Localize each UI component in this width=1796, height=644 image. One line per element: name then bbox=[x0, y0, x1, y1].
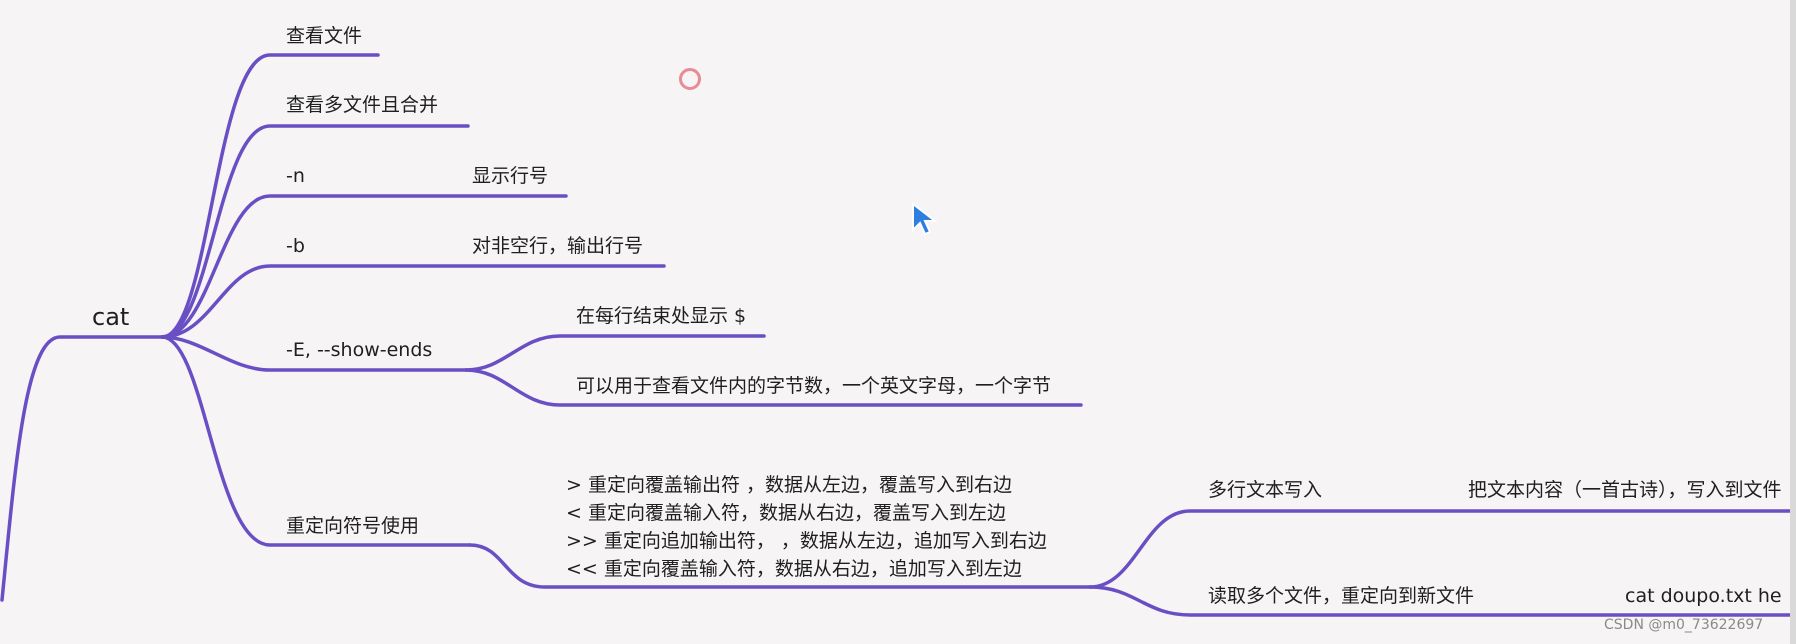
redirect-symbols-connector bbox=[468, 543, 1092, 589]
redirect-child-connector-1 bbox=[1088, 509, 1796, 589]
click-indicator-ring-icon bbox=[679, 68, 701, 90]
redirect-symbol-3: >> 重定向追加输出符， ，数据从左边，追加写入到右边 bbox=[566, 530, 1047, 552]
option-e-child-2[interactable]: 可以用于查看文件内的字节数，一个英文字母，一个字节 bbox=[576, 375, 1052, 397]
branch-connector-n bbox=[160, 194, 568, 339]
scrollbar-edge[interactable] bbox=[1790, 0, 1796, 644]
redirect-symbol-1: > 重定向覆盖输出符 ，数据从左边，覆盖写入到右边 bbox=[566, 474, 1013, 496]
e-child-connector-1 bbox=[464, 334, 766, 372]
redirect-symbol-4: << 重定向覆盖输入符，数据从右边，追加写入到左边 bbox=[566, 558, 1022, 580]
root-connector bbox=[0, 335, 164, 602]
redirect-child-multiline-desc: 把文本内容（一首古诗），写入到文件 bbox=[1468, 479, 1782, 501]
redirect-child-read-multiple-desc: cat doupo.txt he bbox=[1625, 585, 1782, 607]
watermark: CSDN @m0_73622697 bbox=[1604, 617, 1764, 633]
redirect-child-connector-2 bbox=[1088, 585, 1796, 617]
branch-option-b[interactable]: -b bbox=[286, 235, 305, 257]
redirect-child-read-multiple[interactable]: 读取多个文件，重定向到新文件 bbox=[1208, 585, 1475, 607]
branch-connector-view-file bbox=[160, 53, 380, 339]
branch-view-file[interactable]: 查看文件 bbox=[286, 25, 363, 47]
branch-option-n-desc: 显示行号 bbox=[472, 165, 549, 187]
option-e-child-1[interactable]: 在每行结束处显示 $ bbox=[576, 305, 747, 327]
branch-connector-redirect bbox=[160, 335, 472, 547]
redirect-child-multiline[interactable]: 多行文本写入 bbox=[1208, 479, 1323, 501]
branch-option-e[interactable]: -E, --show-ends bbox=[286, 339, 433, 361]
branch-connector-b bbox=[160, 264, 666, 339]
mouse-cursor-icon bbox=[912, 202, 937, 236]
branch-connector-e bbox=[160, 335, 468, 372]
branch-view-merge[interactable]: 查看多文件且合并 bbox=[286, 94, 439, 116]
root-node-label[interactable]: cat bbox=[92, 303, 130, 331]
branch-option-n[interactable]: -n bbox=[286, 165, 305, 187]
branch-option-b-desc: 对非空行，输出行号 bbox=[472, 235, 644, 257]
branch-connector-merge bbox=[160, 124, 470, 339]
e-child-connector-2 bbox=[464, 368, 1083, 407]
branch-redirect[interactable]: 重定向符号使用 bbox=[286, 515, 420, 537]
redirect-symbol-2: < 重定向覆盖输入符，数据从右边，覆盖写入到左边 bbox=[566, 502, 1006, 524]
